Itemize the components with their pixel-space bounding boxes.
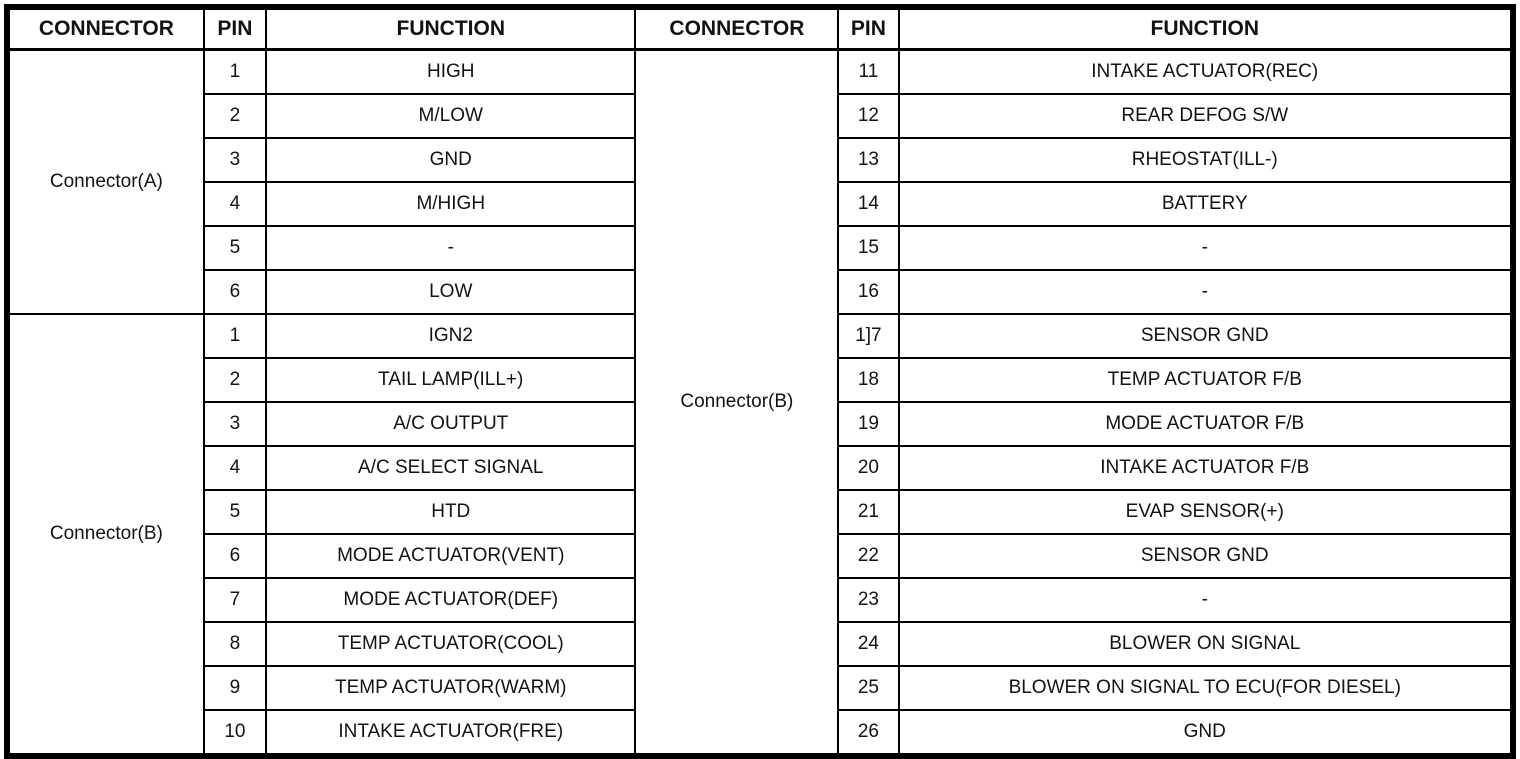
connector-b-left-label: Connector(B) [6,313,205,757]
pin-cell: 9 [202,665,268,711]
pin-cell: 1 [202,313,268,359]
function-cell: INTAKE ACTUATOR F/B [897,445,1515,491]
table-row: Connector(B) 1 IGN2 1]7 SENSOR GND [6,313,1515,757]
function-cell: BATTERY [897,181,1515,227]
function-cell: TEMP ACTUATOR F/B [897,357,1515,403]
header-pin-right: PIN [837,6,900,51]
pin-cell: 4 [202,181,268,227]
table-row: 5 HTD 21 EVAP SENSOR(+) [7,489,1515,535]
table-row: 4 A/C SELECT SIGNAL 20 INTAKE ACTUATOR F… [7,445,1515,491]
pin-cell: 10 [202,709,268,757]
function-cell: MODE ACTUATOR(VENT) [265,533,637,579]
pin-cell: 15 [837,225,900,271]
header-connector-right: CONNECTOR [634,6,840,51]
function-cell: GND [897,709,1515,757]
function-cell: REAR DEFOG S/W [897,93,1515,139]
function-cell: RHEOSTAT(ILL-) [897,137,1515,183]
pin-cell: 20 [837,445,900,491]
pin-cell: 5 [202,225,268,271]
header-connector-left: CONNECTOR [6,6,205,51]
function-cell: INTAKE ACTUATOR(REC) [897,48,1515,95]
table-row: 6 LOW 16 - [7,269,1515,315]
function-cell: MODE ACTUATOR F/B [897,401,1515,447]
function-cell: TEMP ACTUATOR(COOL) [265,621,637,667]
function-cell: - [265,225,637,271]
pin-cell: 1]7 [837,313,900,359]
function-cell: MODE ACTUATOR(DEF) [265,577,637,623]
table-row: 3 GND 13 RHEOSTAT(ILL-) [7,137,1515,183]
function-cell: M/LOW [265,93,637,139]
function-cell: EVAP SENSOR(+) [897,489,1515,535]
pin-cell: 6 [202,533,268,579]
connector-pin-function-page: CONNECTOR PIN FUNCTION CONNECTOR PIN FUN… [4,4,1516,759]
table-row: 8 TEMP ACTUATOR(COOL) 24 BLOWER ON SIGNA… [7,621,1515,667]
pin-cell: 12 [837,93,900,139]
pin-cell: 5 [202,489,268,535]
pin-cell: 13 [837,137,900,183]
table-row: 9 TEMP ACTUATOR(WARM) 25 BLOWER ON SIGNA… [7,665,1515,711]
function-cell: TAIL LAMP(ILL+) [265,357,637,403]
pin-cell: 26 [837,709,900,757]
function-cell: A/C SELECT SIGNAL [265,445,637,491]
pin-cell: 14 [837,181,900,227]
pin-cell: 25 [837,665,900,711]
connector-a-label: Connector(A) [6,48,205,315]
pin-cell: 24 [837,621,900,667]
header-function-right: FUNCTION [897,6,1515,51]
function-cell: M/HIGH [265,181,637,227]
table-row: 2 TAIL LAMP(ILL+) 18 TEMP ACTUATOR F/B [7,357,1515,403]
function-cell: INTAKE ACTUATOR(FRE) [265,709,637,757]
table-row: 3 A/C OUTPUT 19 MODE ACTUATOR F/B [7,401,1515,447]
pin-cell: 3 [202,137,268,183]
connector-b-right-label: Connector(B) [634,48,840,757]
function-cell: - [897,269,1515,315]
table-row: Connector(A) 1 HIGH Connector(B) 11 INTA… [6,48,1515,757]
pin-cell: 1 [202,48,268,95]
function-cell: BLOWER ON SIGNAL [897,621,1515,667]
table-row: 6 MODE ACTUATOR(VENT) 22 SENSOR GND [7,533,1515,579]
function-cell: BLOWER ON SIGNAL TO ECU(FOR DIESEL) [897,665,1515,711]
function-cell: SENSOR GND [897,533,1515,579]
function-cell: HTD [265,489,637,535]
pin-cell: 11 [837,48,900,95]
function-cell: TEMP ACTUATOR(WARM) [265,665,637,711]
table-row: 4 M/HIGH 14 BATTERY [7,181,1515,227]
connector-pin-function-table: CONNECTOR PIN FUNCTION CONNECTOR PIN FUN… [4,4,1516,759]
pin-cell: 2 [202,357,268,403]
function-cell: A/C OUTPUT [265,401,637,447]
header-row: CONNECTOR PIN FUNCTION CONNECTOR PIN FUN… [6,6,1515,51]
pin-cell: 6 [202,269,268,315]
function-cell: - [897,577,1515,623]
pin-cell: 19 [837,401,900,447]
pin-cell: 7 [202,577,268,623]
pin-cell: 21 [837,489,900,535]
function-cell: - [897,225,1515,271]
pin-cell: 8 [202,621,268,667]
table-row: 5 - 15 - [7,225,1515,271]
pin-cell: 2 [202,93,268,139]
pin-cell: 16 [837,269,900,315]
table-row: 2 M/LOW 12 REAR DEFOG S/W [7,93,1515,139]
table-row: 7 MODE ACTUATOR(DEF) 23 - [7,577,1515,623]
function-cell: IGN2 [265,313,637,359]
function-cell: LOW [265,269,637,315]
header-pin-left: PIN [202,6,268,51]
function-cell: HIGH [265,48,637,95]
function-cell: GND [265,137,637,183]
pin-cell: 3 [202,401,268,447]
pin-cell: 18 [837,357,900,403]
pin-cell: 23 [837,577,900,623]
pin-cell: 4 [202,445,268,491]
function-cell: SENSOR GND [897,313,1515,359]
pin-cell: 22 [837,533,900,579]
header-function-left: FUNCTION [265,6,637,51]
